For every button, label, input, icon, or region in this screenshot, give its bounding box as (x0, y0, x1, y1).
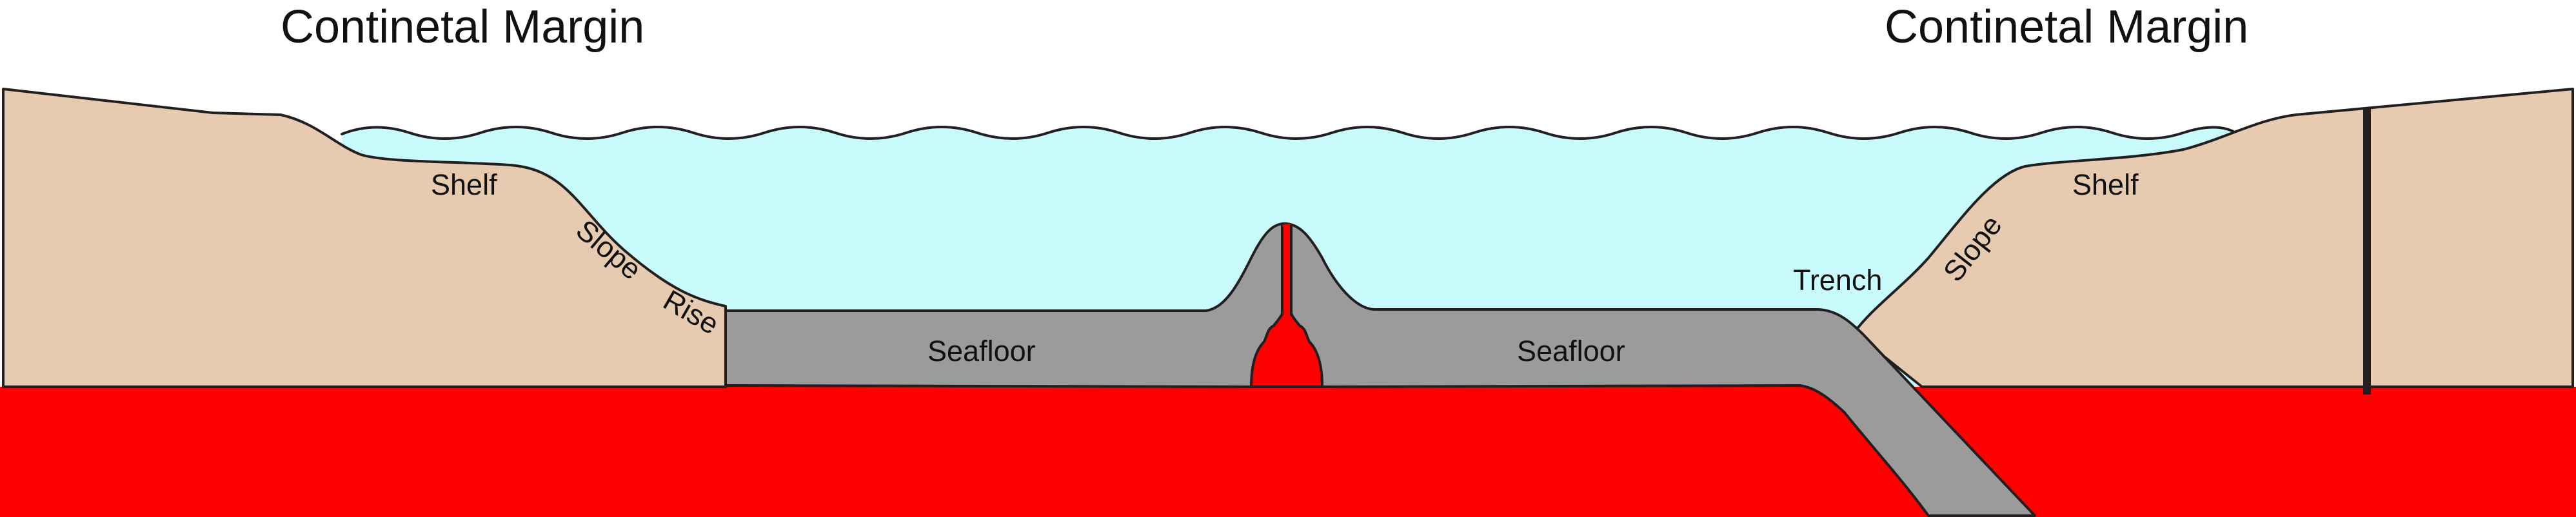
trench-label: Trench (1793, 264, 1882, 297)
left-continental-crust (2, 88, 727, 388)
oceanic-crust (724, 222, 2036, 517)
left-shelf-label: Shelf (431, 168, 497, 201)
magma-conduit (1282, 224, 1291, 315)
left-title: Continetal Margin (281, 1, 644, 53)
left-seafloor-label: Seafloor (927, 335, 1036, 367)
right-shelf-label: Shelf (2072, 168, 2139, 201)
right-continental-crust (1853, 88, 2574, 388)
right-seafloor-label: Seafloor (1517, 335, 1625, 367)
mantle-layer (0, 387, 2576, 517)
right-title: Continetal Margin (1885, 1, 2248, 53)
sea-surface-line (341, 126, 2239, 140)
